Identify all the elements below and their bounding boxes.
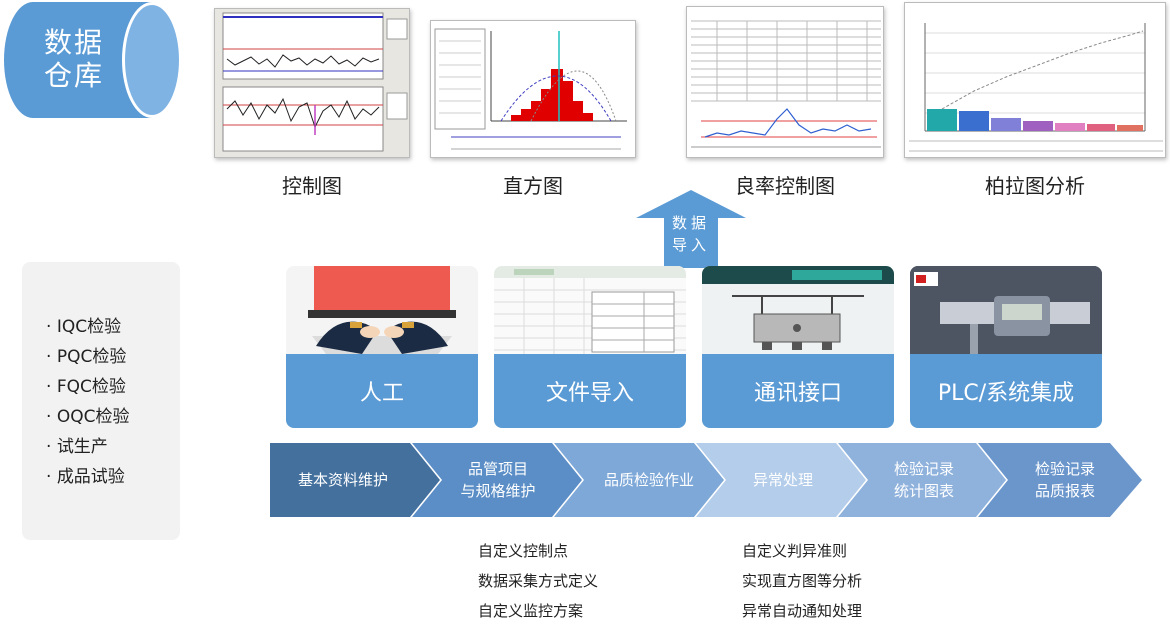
data-import-arrow-icon [636,190,746,268]
method-manual-label: 人工 [286,354,478,428]
histogram-thumbnail [430,20,636,158]
process-step-4-line1: 异常处理 [752,471,813,489]
notes-left: 自定义控制点 数据采集方式定义 自定义监控方案 [478,536,598,626]
process-step-4-shape [696,443,866,517]
process-step-3-shape [554,443,724,517]
process-step-4: 异常处理 [728,443,838,517]
method-card-comm-interface: 通讯接口 [702,266,894,428]
pareto-analysis-label: 柏拉图分析 [985,174,1085,198]
note-item: 实现直方图等分析 [742,572,863,590]
process-step-2-line1: 品管项目 [467,460,528,478]
note-item: 数据采集方式定义 [478,572,599,590]
pareto-analysis-thumbnail [904,2,1166,158]
spreadsheet-illustration [494,266,686,354]
data-import-line1: 数据 [671,214,710,232]
pareto-graphic [909,23,1163,152]
spreadsheet-icon [494,266,686,354]
inspection-item: FQC检验 [46,372,180,402]
process-step-5-line1: 检验记录 [893,460,954,478]
process-step-5-line2: 统计图表 [893,482,954,500]
yield-control-chart-graphic [691,20,881,148]
data-warehouse: 数据 仓库 [4,2,182,118]
process-step-5: 检验记录 统计图表 [864,443,984,517]
inspection-item: PQC检验 [46,342,180,372]
process-step-5-shape [838,443,1006,517]
warehouse-label-line2: 仓库 [43,59,104,92]
note-item: 自定义控制点 [478,542,569,560]
method-plc-integration-label: PLC/系统集成 [910,354,1102,428]
connector-icon [702,266,894,350]
process-step-2-line2: 与规格维护 [460,482,536,500]
keyboard-typing-icon [308,266,456,354]
control-chart-thumbnail [214,8,410,158]
inspection-item: OQC检验 [46,402,180,432]
yield-control-chart-thumbnail [686,6,884,158]
warehouse-label-line1: 数据 [43,26,104,59]
caliper-illustration [910,266,1102,354]
histogram-graphic [434,28,627,150]
method-card-manual: 人工 [286,266,478,428]
control-chart-graphic [222,12,408,152]
process-step-6-shape [978,443,1142,517]
process-step-3-line1: 品质检验作业 [603,471,694,489]
comm-interface-illustration [702,266,894,354]
inspection-list-panel: IQC检验 PQC检验 FQC检验 OQC检验 试生产 成品试验 [22,262,180,540]
method-card-file-import: 文件导入 [494,266,686,428]
digital-caliper-icon [910,266,1102,354]
warehouse-label: 数据 仓库 [34,26,114,92]
notes-right: 自定义判异准则 实现直方图等分析 异常自动通知处理 [742,536,862,626]
histogram-label: 直方图 [503,174,563,198]
yield-control-chart-label: 良率控制图 [735,174,835,198]
method-file-import-label: 文件导入 [494,354,686,428]
method-comm-interface-label: 通讯接口 [702,354,894,428]
process-flow [270,443,1142,517]
process-step-6: 检验记录 品质报表 [1000,443,1130,517]
inspection-item: IQC检验 [46,312,180,342]
process-step-1-shape [270,443,440,517]
process-step-6-line1: 检验记录 [1034,460,1095,478]
method-card-plc-integration: PLC/系统集成 [910,266,1102,428]
process-step-1-line1: 基本资料维护 [297,471,388,489]
inspection-item: 成品试验 [46,462,180,492]
inspection-list: IQC检验 PQC检验 FQC检验 OQC检验 试生产 成品试验 [46,312,180,492]
manual-illustration [286,266,478,354]
note-item: 自定义监控方案 [478,602,584,620]
process-step-1: 基本资料维护 [278,443,408,517]
process-step-6-line2: 品质报表 [1034,482,1095,500]
control-chart-label: 控制图 [282,174,342,198]
process-step-3: 品质检验作业 [584,443,714,517]
cylinder-right-cap [122,2,182,118]
process-step-2: 品管项目 与规格维护 [438,443,558,517]
inspection-item: 试生产 [46,432,180,462]
data-import-line2: 导入 [671,236,710,254]
note-item: 自定义判异准则 [742,542,848,560]
note-item: 异常自动通知处理 [742,602,863,620]
data-import-label: 数据 导入 [666,212,716,256]
process-step-2-shape [412,443,582,517]
